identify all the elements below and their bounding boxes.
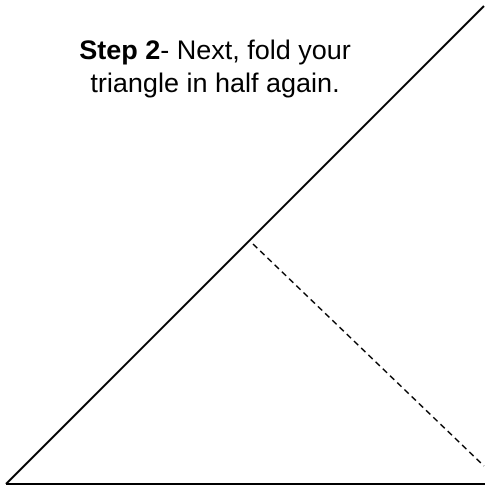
step-label: Step 2 (79, 35, 161, 65)
triangle-hypotenuse-edge (5, 5, 485, 485)
step-instruction-text: Step 2- Next, fold your triangle in half… (30, 34, 400, 100)
instruction-line-2: triangle in half again. (90, 68, 340, 98)
instruction-line-1-text: - Next, fold your (160, 35, 351, 65)
fold-line-dashed (252, 243, 485, 467)
instruction-line-1: Step 2- Next, fold your (30, 34, 400, 67)
